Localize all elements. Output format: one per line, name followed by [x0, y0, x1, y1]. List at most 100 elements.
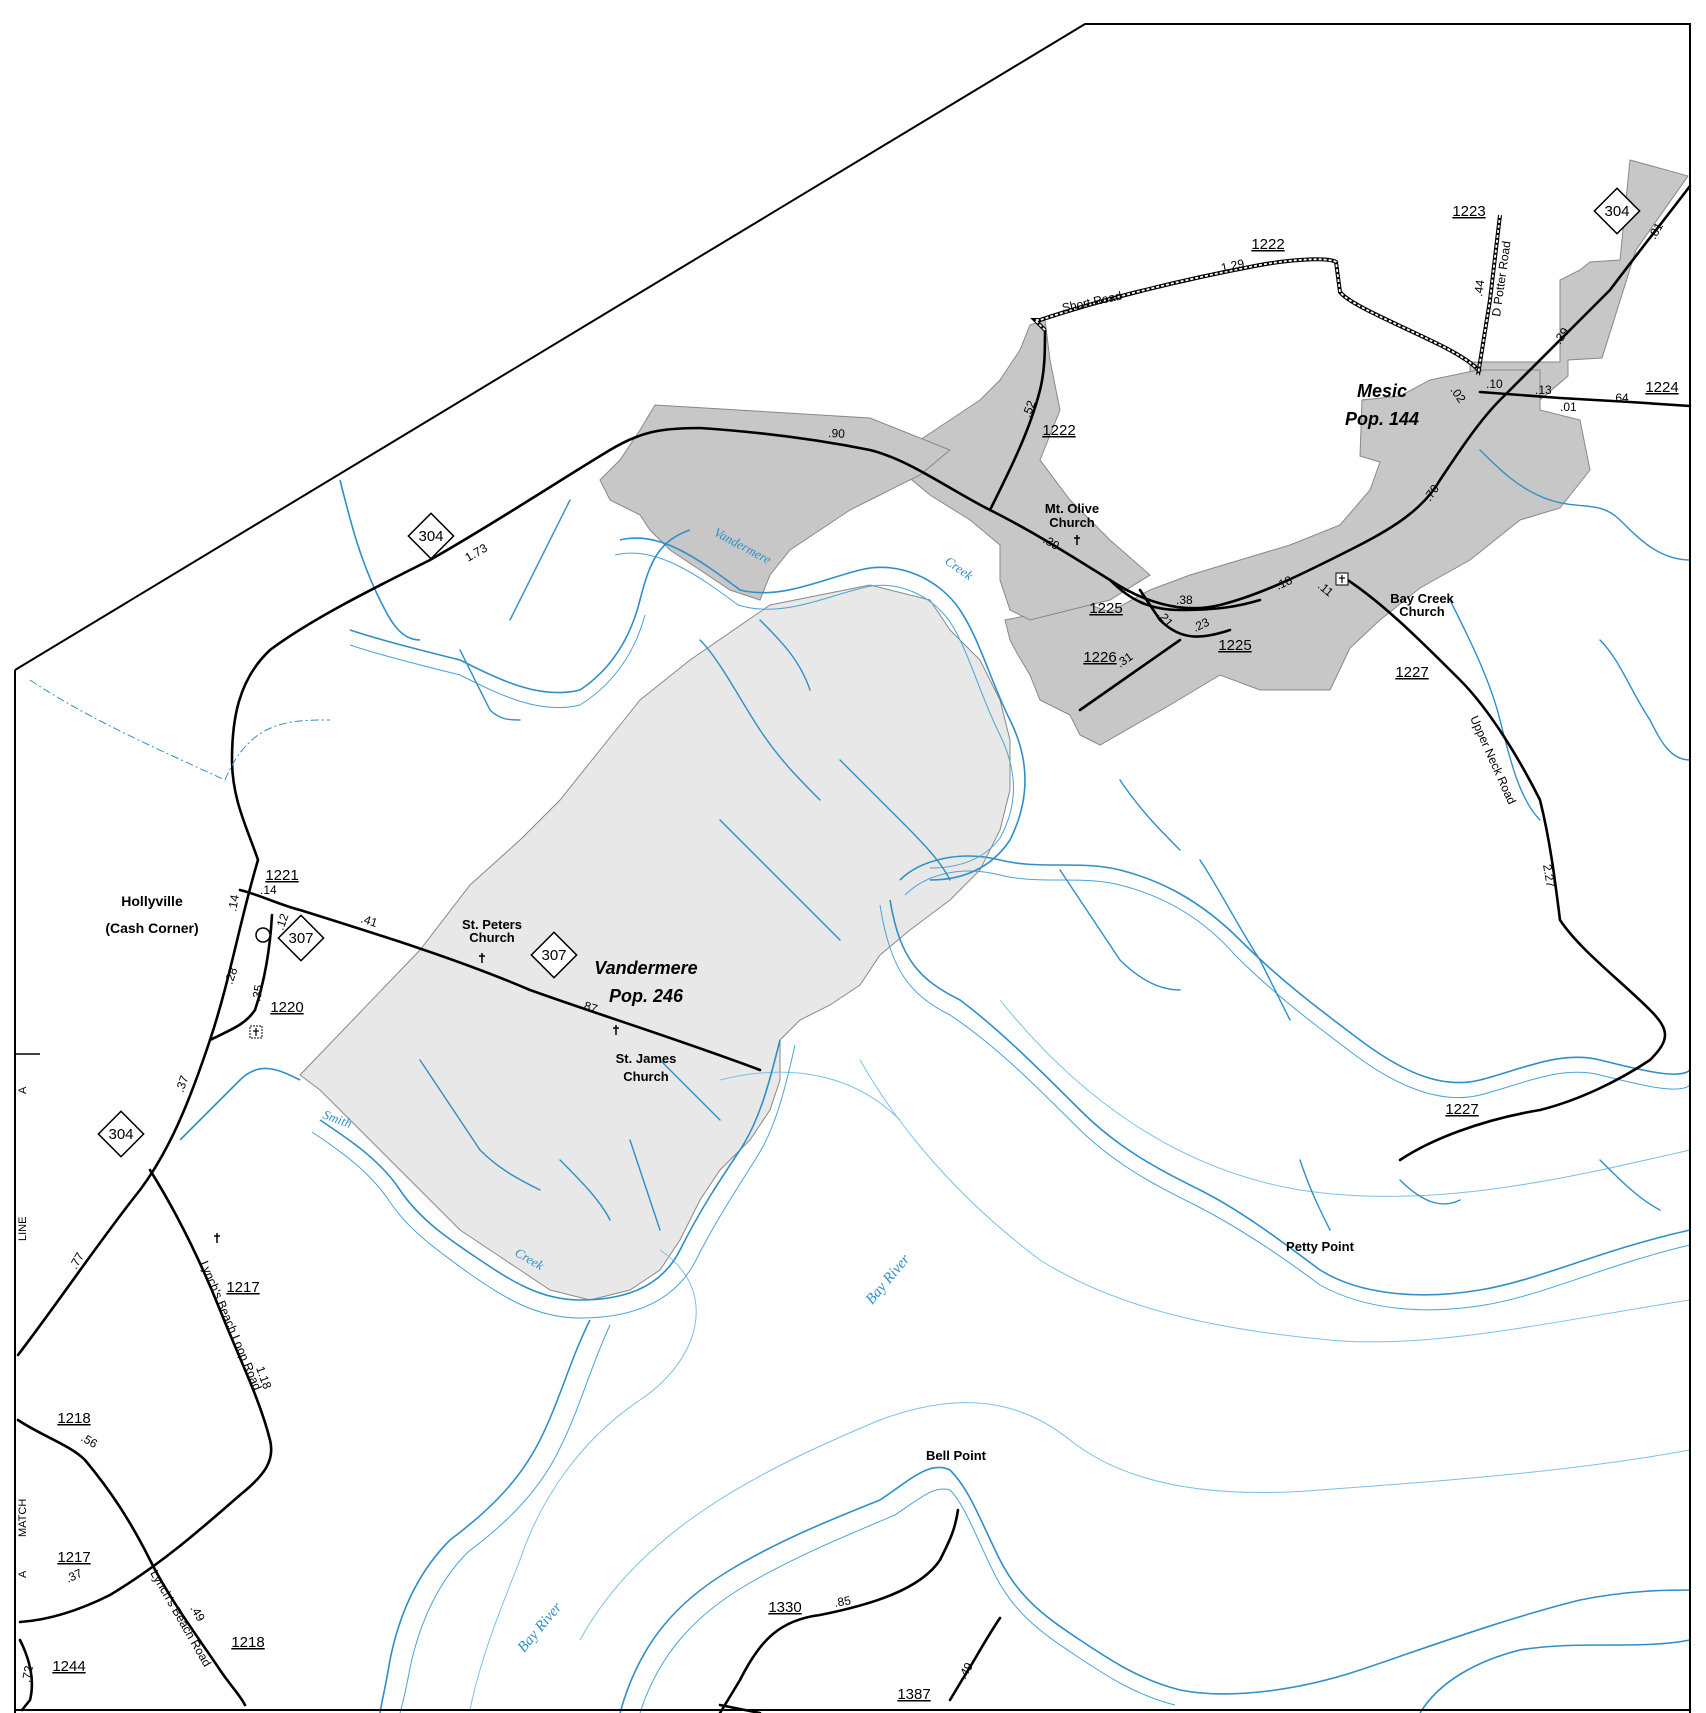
creek — [839, 759, 951, 881]
creek — [1199, 859, 1291, 1021]
route-1224-label: 1224 — [1645, 379, 1678, 396]
route-1217-label-a: 1217 — [226, 1279, 259, 1296]
depth-contour — [999, 999, 1691, 1197]
depth-contour — [859, 1059, 1691, 1343]
junction-circle — [255, 927, 271, 943]
creek — [559, 1159, 611, 1221]
route-1227 — [1338, 573, 1667, 1162]
mileage-label: .01 — [1560, 400, 1577, 414]
creek — [629, 1139, 661, 1231]
st-peters-church-label-1: St. Peters — [462, 917, 522, 932]
route-1223-dirt-inner — [1477, 214, 1501, 376]
church-markers — [214, 535, 1349, 1243]
town-areas — [299, 159, 1689, 1301]
mileage-label: 1.29 — [1220, 256, 1246, 275]
shield-304-west: 304 — [97, 1110, 145, 1158]
creek — [1599, 639, 1691, 761]
shoreline — [1419, 1639, 1691, 1713]
a-bottom-label: A — [17, 1570, 29, 1578]
shield-304-northeast: 304 — [1593, 187, 1641, 235]
shield-304-northeast-label: 304 — [1604, 203, 1629, 220]
st-peters-church-label-2: Church — [469, 930, 515, 945]
route-1224 — [1478, 390, 1692, 408]
mileage-label: 2.27 — [1540, 863, 1558, 889]
creek — [1449, 599, 1541, 821]
route-1218 — [16, 1418, 247, 1707]
route-shields: 304 304 304 307 307 — [97, 187, 1641, 1158]
route-labels: 1222 1222 1223 1224 1225 1225 1226 1227 … — [52, 203, 1678, 1703]
mileage-label: .37 — [63, 1566, 84, 1586]
vandermere-town-name: Vandermere — [594, 958, 697, 978]
route-1222-dirt-inner — [1032, 258, 1481, 373]
creek — [1479, 449, 1691, 561]
route-1223-label: 1223 — [1452, 203, 1485, 220]
mileage-label: .28 — [222, 965, 241, 986]
match-label: MATCH — [17, 1499, 29, 1537]
route-1218-label-a: 1218 — [57, 1410, 90, 1427]
shoreline — [899, 855, 1691, 1084]
church-icon — [479, 953, 485, 963]
mileage-label: .56 — [79, 1430, 101, 1451]
shield-307-junction-label: 307 — [288, 930, 313, 947]
depth-contour — [579, 1402, 1691, 1641]
boundary-labels: LINE MATCH A A — [17, 1086, 29, 1578]
mt-olive-area — [899, 319, 1151, 621]
mileage-label: .18 — [1273, 573, 1294, 593]
creek — [1599, 1159, 1661, 1211]
creek — [699, 639, 821, 801]
mileage-labels: .81 .39 .64 .13 .10 .02 .01 .44 1.29 .52… — [19, 220, 1666, 1684]
shield-304-west-label: 304 — [108, 1126, 133, 1143]
shoreline — [349, 529, 691, 694]
a-top-label: A — [17, 1086, 29, 1094]
shoreline — [614, 552, 1014, 869]
mileage-label: .23 — [1190, 615, 1211, 635]
route-1225-label-b: 1225 — [1218, 637, 1251, 654]
vandermere-creek-label-2: Creek — [942, 553, 976, 583]
creek — [759, 619, 811, 691]
water-features — [179, 449, 1691, 1713]
route-1217 — [18, 1168, 273, 1624]
shield-304-northwest: 304 — [407, 512, 455, 560]
shoreline — [879, 904, 1691, 1311]
bay-river-label-west: Bay River — [515, 1600, 566, 1656]
mileage-label: .41 — [359, 912, 380, 931]
church-icon — [1074, 535, 1080, 545]
route-307 — [238, 888, 762, 1072]
mesic-south-area — [1004, 369, 1591, 746]
shield-307-junction: 307 — [277, 914, 325, 962]
mileage-label: .14 — [225, 893, 242, 912]
route-1225-label-a: 1225 — [1089, 600, 1122, 617]
route-304 — [16, 184, 1692, 1357]
shoreline — [379, 1319, 591, 1713]
mileage-label: .35 — [249, 983, 266, 1002]
hollyville-name: Hollyville — [121, 893, 183, 909]
church-icon — [613, 1025, 619, 1035]
mileage-label: .77 — [66, 1250, 87, 1272]
route-1222-label-top: 1222 — [1251, 236, 1284, 253]
shoreline — [889, 899, 1691, 1296]
route-1227-label-b: 1227 — [1445, 1101, 1478, 1118]
route-1218-label-b: 1218 — [231, 1634, 264, 1651]
route-1221-label: 1221 — [265, 867, 298, 884]
creek — [1119, 779, 1181, 851]
shoreline — [639, 1488, 1176, 1713]
bay-creek-church-label-1: Bay Creek — [1390, 591, 1454, 606]
church-icon — [214, 1233, 220, 1243]
shoreline — [349, 614, 646, 709]
route-1330 — [718, 1508, 960, 1713]
shoreline — [179, 1067, 301, 1141]
route-1387 — [948, 1616, 1002, 1702]
route-1220 — [208, 913, 274, 1042]
mileage-label: 1.73 — [463, 541, 491, 565]
mileage-label: .37 — [173, 1073, 192, 1094]
route-1244-label: 1244 — [52, 1658, 85, 1675]
shoreline — [619, 1466, 1691, 1713]
map-borders — [14, 23, 1691, 1713]
route-1220-label: 1220 — [270, 999, 303, 1016]
shoreline — [339, 479, 421, 641]
mt-olive-church-label-2: Church — [1049, 515, 1095, 530]
creek — [1059, 869, 1181, 991]
creek — [419, 1059, 541, 1191]
mileage-label: .12 — [273, 911, 292, 932]
